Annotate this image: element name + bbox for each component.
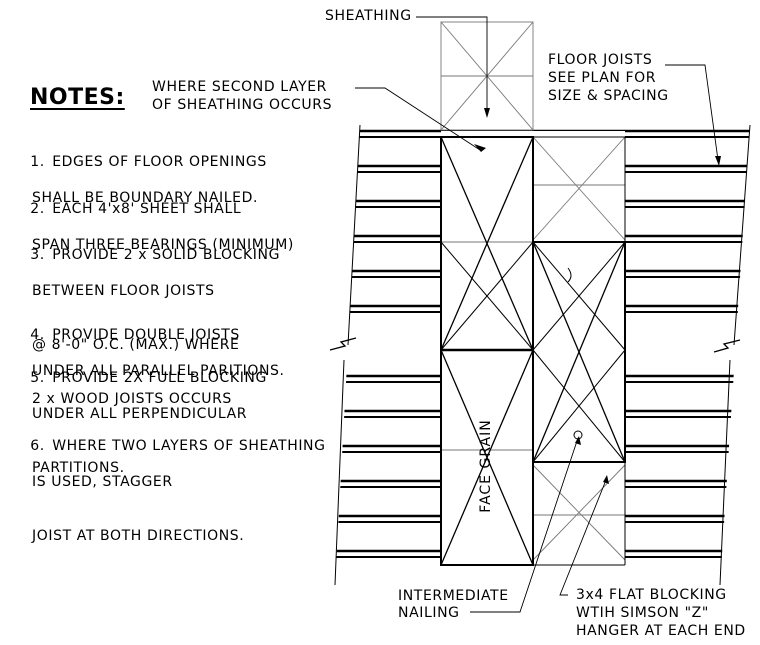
leader-arrowhead [603, 475, 609, 484]
note-number: 5. [30, 370, 45, 386]
opening-sheathing [440, 136, 626, 566]
leader-arrowhead [484, 108, 490, 118]
note-number: 4. [30, 327, 45, 343]
second-layer-sheathing [441, 136, 626, 561]
note-number: 3. [30, 247, 45, 263]
note-line: SHALL BE BOUNDARY NAILED. [32, 190, 259, 206]
note-line: UNDER ALL PERPENDICULAR [32, 406, 248, 422]
label-intermediate-line1: INTERMEDIATE [398, 588, 509, 604]
label-blocking-line1: 3x4 FLAT BLOCKING [576, 587, 727, 603]
label-sheathing: SHEATHING [325, 8, 412, 24]
note-item: 2. EACH 4'x8' SHEET SHALL SPAN THREE BEAR… [10, 182, 294, 290]
break-line-left [329, 337, 357, 351]
label-intermediate-line2: NAILING [398, 605, 460, 621]
note-item: 3. PROVIDE 2 x SOLID BLOCKING BETWEEN FLO… [10, 228, 280, 444]
note-item: 4. PROVIDE DOUBLE JOISTS UNDER ALL PARALL… [10, 308, 285, 416]
note-line: PROVIDE 2 x SOLID BLOCKING [52, 247, 281, 263]
leader-arrowhead [575, 436, 581, 445]
note-line: UNDER ALL PARALLEL PARITIONS. [32, 363, 285, 379]
label-second-layer-line2: OF SHEATHING OCCURS [152, 97, 333, 113]
nail-symbol [567, 267, 572, 283]
note-item: 1. EDGES OF FLOOR OPENINGS SHALL BE BOUND… [10, 135, 267, 243]
label-floor-joists-line3: SIZE & SPACING [548, 88, 669, 104]
note-line: BETWEEN FLOOR JOISTS [32, 283, 215, 299]
note-number: 6. [30, 438, 45, 454]
note-number: 1. [30, 154, 45, 170]
leader-second-layer [355, 87, 481, 151]
leader-arrowhead [715, 156, 721, 166]
note-line: WHERE TWO LAYERS OF SHEATHING [52, 438, 326, 454]
note-line: EACH 4'x8' SHEET SHALL [52, 201, 242, 217]
leader-floor-joists [665, 64, 719, 161]
note-line: @ 8'-0" O.C. (MAX.) WHERE [32, 337, 240, 353]
label-second-layer-line1: WHERE SECOND LAYER [152, 79, 328, 95]
note-item: 5. PROVIDE 2X FULL BLOCKING UNDER ALL PER… [10, 351, 267, 513]
note-line: JOIST AT BOTH DIRECTIONS. [32, 528, 245, 544]
label-blocking-line2: WTIH SIMSON "Z" [576, 605, 709, 621]
leader-sheathing [416, 16, 488, 110]
notes-title: NOTES: [30, 85, 125, 110]
label-floor-joists-line2: SEE PLAN FOR [548, 70, 657, 86]
label-floor-joists-line1: FLOOR JOISTS [548, 52, 653, 68]
note-line: PROVIDE 2X FULL BLOCKING [52, 370, 267, 386]
note-line: 2 x WOOD JOISTS OCCURS [32, 391, 232, 407]
leader-arrowhead [474, 144, 486, 152]
region-outline [334, 124, 751, 586]
label-blocking-line3: HANGER AT EACH END [576, 623, 746, 639]
note-line: PROVIDE DOUBLE JOISTS [52, 327, 240, 343]
leader-lines [355, 16, 719, 613]
leader-intermediate-nailing [470, 437, 579, 613]
note-line: EDGES OF FLOOR OPENINGS [52, 154, 267, 170]
note-item: 6. WHERE TWO LAYERS OF SHEATHING IS USED,… [10, 419, 326, 581]
note-number: 2. [30, 201, 45, 217]
note-line: PARTITIONS. [32, 460, 125, 476]
break-line-right [713, 339, 741, 353]
leader-blocking [559, 479, 607, 596]
note-line: SPAN THREE BEARINGS (MINIMUM) [32, 237, 294, 253]
label-face-grain: FACE GRAIN [478, 419, 494, 513]
note-line: IS USED, STAGGER [32, 474, 173, 490]
